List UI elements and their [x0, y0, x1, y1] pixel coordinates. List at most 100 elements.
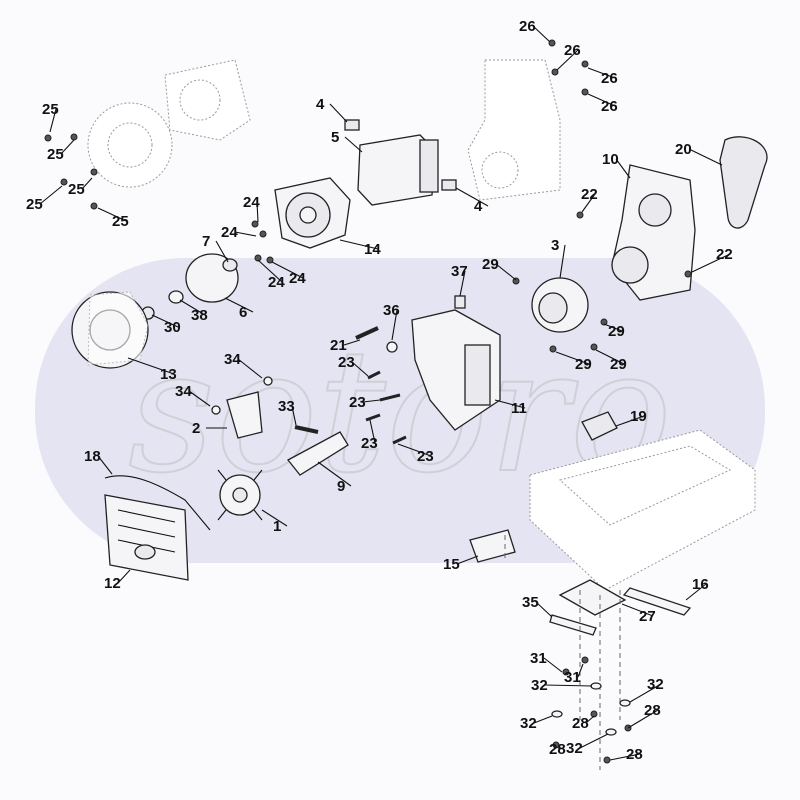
callout-label-34: 34	[175, 383, 192, 400]
part-27-plate	[558, 579, 627, 616]
ghost-fan-housing-left	[87, 59, 251, 188]
part-4-clip-upper	[344, 119, 360, 131]
callout-leader	[256, 201, 259, 223]
callout-leader	[685, 583, 707, 601]
callout-label-24: 24	[289, 270, 306, 287]
callout-label-26: 26	[564, 42, 581, 59]
callout-leader	[559, 244, 566, 279]
callout-label-1: 1	[273, 518, 281, 535]
callout-leader	[691, 253, 731, 273]
callout-label-21: 21	[330, 337, 347, 354]
callout-leader	[535, 601, 553, 618]
callout-label-23: 23	[361, 435, 378, 452]
callout-label-4: 4	[316, 96, 325, 113]
callout-label-7: 7	[202, 233, 210, 250]
callout-leader	[49, 108, 57, 133]
callout-label-22: 22	[581, 186, 598, 203]
callout-label-29: 29	[608, 323, 625, 340]
part-11-frame	[411, 309, 501, 431]
part-13-cover	[71, 291, 149, 369]
callout-label-34: 34	[224, 351, 241, 368]
callout-leader	[459, 270, 466, 297]
callout-leader	[494, 399, 526, 409]
callout-label-24: 24	[243, 194, 260, 211]
callout-leader	[455, 187, 489, 207]
callout-leader	[215, 240, 229, 263]
callout-leader	[543, 657, 563, 673]
part-16-strip	[622, 587, 692, 616]
callout-label-5: 5	[331, 129, 339, 146]
part-18-rod	[104, 475, 211, 531]
callout-leader	[609, 753, 641, 761]
part-4-clip-lower	[441, 179, 457, 191]
callout-leader	[391, 309, 398, 341]
callout-label-23: 23	[338, 354, 355, 371]
callout-label-25: 25	[112, 213, 129, 230]
assembly-lines	[504, 535, 621, 770]
part-33-pin	[294, 425, 319, 434]
callout-label-9: 9	[337, 478, 345, 495]
callout-label-25: 25	[47, 146, 64, 163]
callout-leader	[234, 231, 257, 237]
part-1-impeller	[217, 469, 263, 521]
callout-leader	[237, 358, 263, 379]
callout-label-24: 24	[268, 274, 285, 291]
callout-leader	[369, 419, 376, 444]
callout-label-38: 38	[191, 307, 208, 324]
part-37-bushing	[454, 295, 466, 309]
callout-label-20: 20	[675, 141, 692, 158]
callout-label-16: 16	[692, 576, 709, 593]
callout-label-25: 25	[42, 101, 59, 118]
callout-leader	[151, 314, 179, 328]
callout-label-26: 26	[519, 18, 536, 35]
callout-label-30: 30	[164, 319, 181, 336]
callout-leader	[291, 405, 297, 426]
callout-leader	[581, 193, 596, 213]
part-34-oring-b	[211, 405, 221, 415]
callout-label-37: 37	[451, 263, 468, 280]
callout-leader	[555, 351, 590, 365]
callout-leader	[271, 261, 304, 279]
callout-label-24: 24	[221, 224, 238, 241]
callout-leader	[615, 158, 631, 179]
callout-label-6: 6	[239, 304, 247, 321]
callout-label-28: 28	[626, 746, 643, 763]
callout-label-23: 23	[349, 394, 366, 411]
callout-leader	[261, 509, 288, 527]
callout-label-28: 28	[549, 741, 566, 758]
callout-label-36: 36	[383, 302, 400, 319]
callout-label-29: 29	[575, 356, 592, 373]
callout-leader	[81, 177, 93, 190]
callout-leader	[557, 747, 564, 750]
callout-label-31: 31	[530, 650, 547, 667]
callout-leader	[587, 93, 616, 107]
callout-label-33: 33	[278, 398, 295, 415]
part-36-cap	[386, 341, 398, 353]
callout-label-25: 25	[68, 181, 85, 198]
callout-label-32: 32	[566, 740, 583, 757]
callout-leader	[456, 555, 479, 565]
callout-leader	[351, 361, 369, 377]
part-14-motor-flange	[274, 177, 351, 249]
callout-label-12: 12	[104, 575, 121, 592]
callout-leader	[544, 684, 593, 687]
callout-label-32: 32	[531, 677, 548, 694]
callout-label-28: 28	[644, 702, 661, 719]
part-38-ring	[168, 290, 184, 304]
callout-label-29: 29	[482, 256, 499, 273]
part-5-motor	[357, 134, 439, 206]
callout-label-25: 25	[26, 196, 43, 213]
callout-leader	[343, 339, 361, 346]
part-19-foot	[581, 411, 618, 441]
callout-label-2: 2	[192, 420, 200, 437]
part-34-oring-a	[263, 376, 273, 386]
part-35-strip	[549, 614, 597, 636]
callout-label-26: 26	[601, 98, 618, 115]
callout-leader	[621, 603, 654, 617]
callout-label-11: 11	[511, 400, 527, 417]
callout-label-14: 14	[364, 241, 381, 258]
callout-leader	[627, 709, 659, 729]
part-7-washer	[222, 258, 238, 272]
callout-label-32: 32	[647, 676, 664, 693]
